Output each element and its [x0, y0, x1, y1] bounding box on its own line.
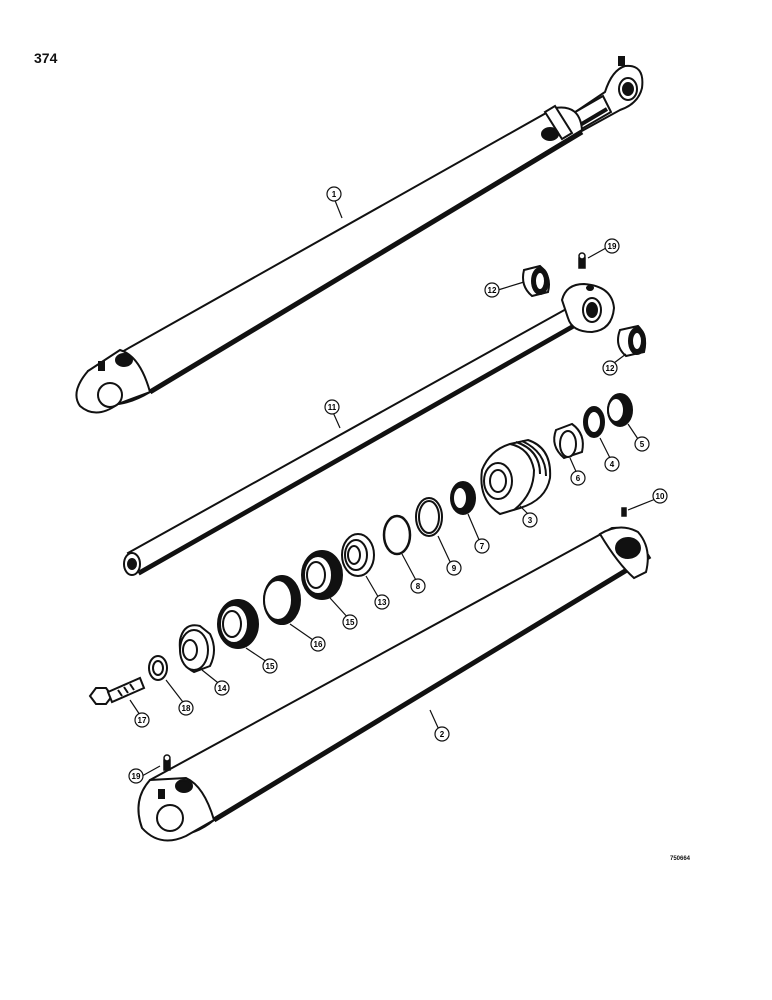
callout-circle	[446, 560, 462, 576]
cylinder-barrel-part	[75, 56, 644, 414]
o-ring-part	[382, 514, 412, 556]
callout-number: 13	[378, 598, 387, 607]
callout-number: 12	[606, 364, 615, 373]
cylinder-tube-part	[137, 526, 652, 842]
callout-grease-fitting-upper: 19	[604, 238, 620, 254]
callout-bolt: 17	[134, 712, 150, 728]
callout-circle	[634, 436, 650, 452]
rod-bushing-part	[553, 422, 584, 460]
callout-circle	[474, 538, 490, 554]
callout-circle	[326, 186, 342, 202]
callout-number: 16	[314, 640, 323, 649]
callout-cylinder-tube: 2	[434, 726, 450, 742]
wiper-part	[607, 393, 633, 427]
callout-number: 9	[452, 564, 457, 573]
piston-rod-part	[123, 282, 616, 576]
callout-piston-seal-a: 15	[262, 658, 278, 674]
callout-number: 11	[328, 403, 337, 412]
callout-number: 5	[640, 440, 645, 449]
callout-circle	[310, 636, 326, 652]
bushing-upper-part	[522, 264, 550, 298]
callout-bushing-lower: 12	[602, 360, 618, 376]
callout-circle	[262, 658, 278, 674]
figure-id: 750664	[670, 856, 691, 862]
callout-backup-ring: 9	[446, 560, 462, 576]
piston-part	[178, 624, 215, 674]
callout-number: 4	[610, 460, 615, 469]
callout-circle	[128, 768, 144, 784]
grease-fitting-upper-part	[578, 252, 586, 269]
callout-piston-rod: 11	[324, 399, 340, 415]
callout-circle	[652, 488, 668, 504]
callout-number: 19	[132, 772, 141, 781]
callout-number: 19	[608, 242, 617, 251]
callout-number: 10	[656, 492, 665, 501]
rod-seal-part	[450, 481, 476, 515]
callout-number: 8	[416, 582, 421, 591]
callout-number: 2	[440, 730, 445, 739]
callout-rod-seal: 7	[474, 538, 490, 554]
callout-circle	[214, 680, 230, 696]
callout-washer: 18	[178, 700, 194, 716]
bolt-part	[88, 676, 146, 705]
callout-set-screw: 10	[652, 488, 668, 504]
callout-circle	[522, 512, 538, 528]
piston-seal-a-part	[217, 599, 259, 649]
backup-ring-part	[415, 497, 443, 537]
callout-grease-fitting-lower: 19	[128, 768, 144, 784]
callout-circle	[410, 578, 426, 594]
callout-o-ring: 8	[410, 578, 426, 594]
callout-wear-ring: 16	[310, 636, 326, 652]
bushing-lower-part	[617, 324, 647, 358]
callout-piston-seal-b: 15	[342, 614, 358, 630]
callout-cylinder-head: 3	[522, 512, 538, 528]
callout-number: 3	[528, 516, 533, 525]
washer-part	[148, 655, 168, 681]
set-screw-part	[621, 507, 627, 517]
callout-number: 14	[218, 684, 227, 693]
grease-fitting-lower-part	[163, 754, 171, 771]
callout-number: 12	[488, 286, 497, 295]
callout-rod-bushing: 6	[570, 470, 586, 486]
callout-circle	[342, 614, 358, 630]
piston-spacer-part	[341, 533, 375, 577]
callout-circle	[134, 712, 150, 728]
callout-cylinder-barrel: 1	[326, 186, 342, 202]
callout-piston-spacer: 13	[374, 594, 390, 610]
callout-seal: 4	[604, 456, 620, 472]
callout-number: 1	[332, 190, 337, 199]
callout-piston: 14	[214, 680, 230, 696]
callout-number: 6	[576, 474, 581, 483]
callout-number: 17	[138, 716, 147, 725]
page-number: 374	[34, 50, 58, 66]
callout-circle	[570, 470, 586, 486]
callout-circle	[604, 456, 620, 472]
callout-circle	[602, 360, 618, 376]
callout-number: 15	[266, 662, 275, 671]
callout-bushing-upper: 12	[484, 282, 500, 298]
wear-ring-part	[263, 575, 301, 625]
callout-circle	[324, 399, 340, 415]
cylinder-head-part	[480, 438, 552, 516]
callout-circle	[374, 594, 390, 610]
callout-circle	[434, 726, 450, 742]
callout-number: 18	[182, 704, 191, 713]
callout-circle	[484, 282, 500, 298]
callout-circle	[604, 238, 620, 254]
seal-part	[583, 406, 605, 438]
callout-wiper: 5	[634, 436, 650, 452]
callout-circle	[178, 700, 194, 716]
piston-seal-b-part	[301, 550, 343, 600]
callout-number: 15	[346, 618, 355, 627]
callout-number: 7	[480, 542, 485, 551]
